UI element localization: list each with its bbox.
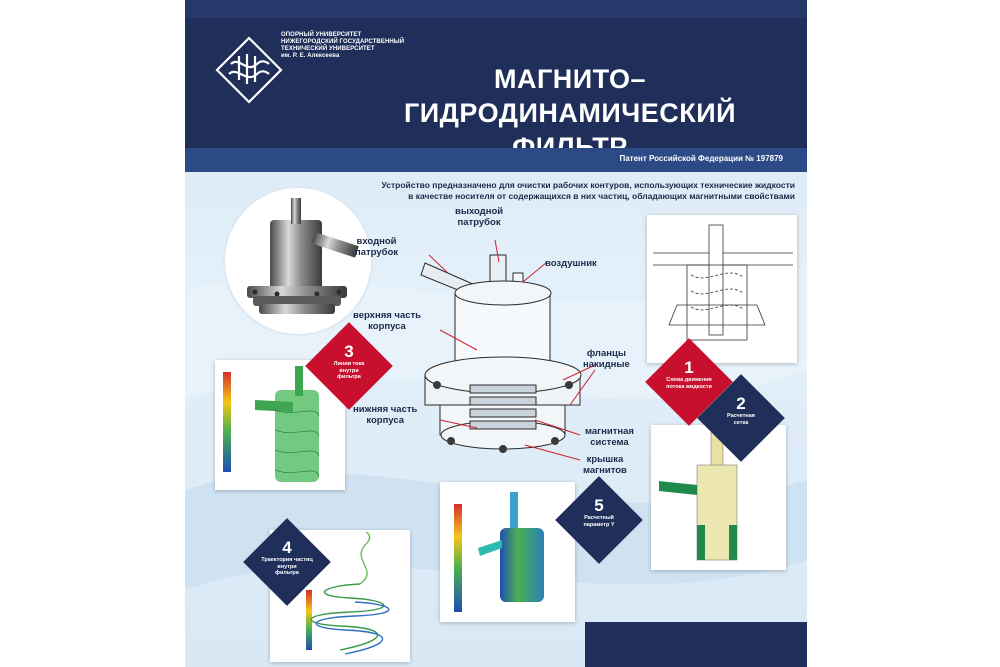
badge-4: 4 Траектория частиц внутри фильтра	[243, 518, 331, 606]
footer-band	[585, 622, 807, 667]
badge-2-label: Расчетная сетка	[726, 413, 756, 426]
label-magnetic-system-text: магнитная система	[585, 426, 634, 448]
streamlines-drawing	[223, 366, 320, 482]
product-photo	[225, 188, 371, 334]
university-line-3: ТЕХНИЧЕСКИЙ УНИВЕРСИТЕТ	[281, 46, 375, 52]
mesh-card	[651, 425, 786, 570]
label-vent-text: воздушник	[545, 258, 597, 269]
badge-2-number: 2	[736, 394, 746, 413]
badge-3-number: 3	[344, 342, 354, 361]
leader-lines	[428, 239, 596, 461]
badge-5-label: Расчетный параметр Y	[583, 515, 615, 528]
label-lower-body-text: нижняя часть корпуса	[353, 404, 418, 426]
badge-1-label: Схема движения потока жидкости	[666, 377, 712, 390]
flow-scheme-drawing	[653, 224, 793, 341]
label-inlet: входной патрубок	[355, 236, 398, 258]
filter-cutaway-drawing	[420, 254, 582, 453]
label-magnetic-system: магнитная система	[585, 426, 634, 448]
patent-number: Патент Российской Федерации № 197879	[619, 154, 783, 163]
label-outlet-text: выходной патрубок	[455, 206, 504, 228]
label-upper-body: верхняя часть корпуса	[353, 310, 421, 332]
label-outlet: выходной патрубок	[455, 206, 503, 228]
badge-5-number: 5	[594, 496, 604, 515]
description-line-2: в качестве носителя от содержащихся в ни…	[408, 191, 795, 201]
patent-bar: Патент Российской Федерации № 197879	[185, 148, 807, 172]
university-logo	[215, 36, 283, 104]
badge-3: 3 Линии тока внутри фильтра	[305, 322, 393, 410]
badge-3-label: Линии тока внутри фильтра	[333, 361, 365, 380]
label-magnet-cover-text: крышка магнитов	[583, 454, 627, 476]
university-name: ОПОРНЫЙ УНИВЕРСИТЕТ НИЖЕГОРОДСКИЙ ГОСУДА…	[281, 32, 421, 60]
parameter-card	[440, 482, 575, 622]
flow-scheme-card	[647, 215, 797, 363]
label-inlet-text: входной патрубок	[355, 236, 399, 258]
label-flanges: фланцы накидные	[583, 348, 630, 370]
filter-photo-drawing	[247, 198, 359, 314]
label-magnet-cover: крышка магнитов	[583, 454, 627, 476]
badge-4-number: 4	[282, 538, 292, 557]
title-line-1: МАГНИТО–ГИДРОДИНАМИЧЕСКИЙ	[403, 64, 737, 128]
label-vent: воздушник	[545, 258, 597, 269]
header-top-band	[185, 0, 807, 18]
label-lower-body: нижняя часть корпуса	[353, 404, 417, 426]
badge-4-label: Траектория частиц внутри фильтра	[261, 557, 313, 576]
label-flanges-text: фланцы накидные	[583, 348, 630, 370]
university-line-1: ОПОРНЫЙ УНИВЕРСИТЕТ	[281, 32, 362, 38]
badge-5: 5 Расчетный параметр Y	[555, 476, 643, 564]
label-upper-body-text: верхняя часть корпуса	[353, 310, 421, 332]
badge-2: 2 Расчетная сетка	[697, 374, 785, 462]
badge-1-number: 1	[684, 358, 694, 377]
description-line-1: Устройство предназначено для очистки раб…	[381, 180, 796, 190]
university-line-4: им. Р. Е. Алексеева	[281, 53, 340, 59]
parameter-drawing	[454, 492, 544, 612]
poster: ОПОРНЫЙ УНИВЕРСИТЕТ НИЖЕГОРОДСКИЙ ГОСУДА…	[185, 0, 807, 667]
trajectories-drawing	[306, 531, 390, 655]
badge-1: 1 Схема движения потока жидкости	[645, 338, 733, 426]
university-line-2: НИЖЕГОРОДСКИЙ ГОСУДАРСТВЕННЫЙ	[281, 39, 405, 45]
description: Устройство предназначено для очистки раб…	[295, 180, 796, 202]
